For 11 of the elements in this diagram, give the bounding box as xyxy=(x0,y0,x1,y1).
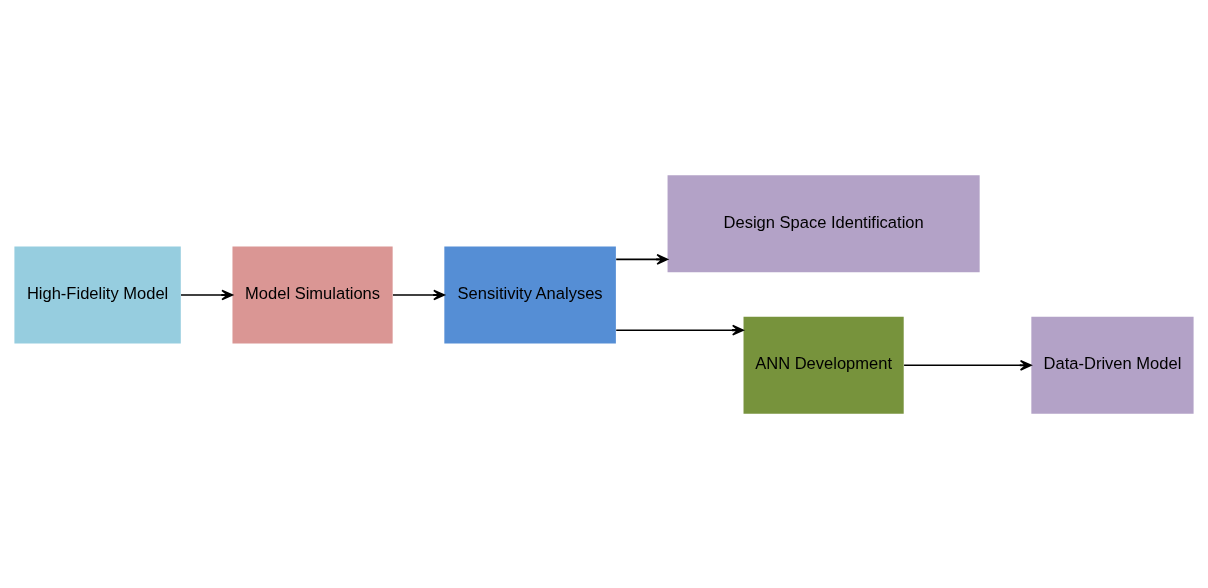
arrow xyxy=(180,289,234,300)
arrow xyxy=(615,324,744,336)
node-box: ANN Development xyxy=(743,316,904,414)
node-box: Data-Driven Model xyxy=(1031,316,1194,414)
arrow xyxy=(615,253,669,265)
arrow xyxy=(392,289,445,300)
node-box: Sensitivity Analyses xyxy=(444,245,616,344)
arrow xyxy=(903,359,1032,371)
node-box: Design Space Identification xyxy=(667,174,980,272)
node-box: High-Fidelity Model xyxy=(14,245,181,344)
node-box: Model Simulations xyxy=(232,245,393,344)
